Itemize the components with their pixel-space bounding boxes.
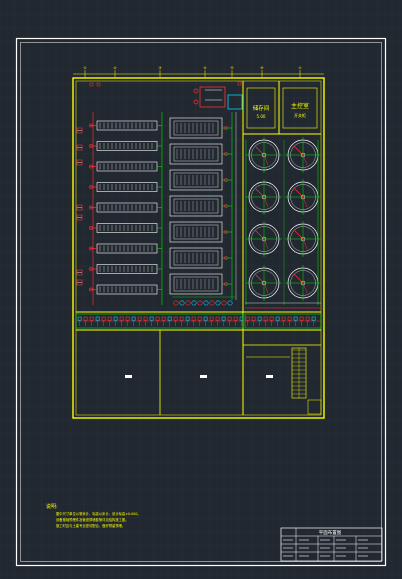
title-block: 平面布置图 (280, 527, 383, 562)
axis-label: ① (83, 66, 86, 70)
axis-label: ④ (203, 66, 206, 70)
note-line-2: 设备基础预埋件及管道穿墙套管详见结构施工图。 (56, 517, 129, 522)
middle-equipment-tanks (169, 112, 237, 300)
general-notes: 说明: 图中尺寸单位以毫米计，标高以米计，设计标高±0.000。 设备基础预埋件… (46, 503, 141, 528)
main-control-room (282, 87, 318, 129)
axis-label: ② (113, 66, 116, 70)
pump-symbol (221, 300, 227, 306)
building-inner-outline (75, 80, 322, 416)
notes-heading: 说明: (46, 503, 58, 510)
pump-station (193, 86, 243, 110)
pump-symbol (215, 300, 221, 306)
inner-frame (20, 42, 382, 562)
control-room-sublabel: 5.00 (257, 114, 266, 119)
pump-row (172, 296, 236, 306)
control-room (246, 87, 276, 129)
axis-label: ⑤ (230, 66, 233, 70)
pump-symbol (197, 300, 203, 306)
floor-plan: ① ② ③ ④ ⑤ ⑥ ⑦ 储存间 5.00 主控室 开关柜 (72, 66, 325, 419)
main-room-sublabel: 开关柜 (294, 112, 306, 118)
pump-symbol (173, 300, 179, 306)
pipe-manifold (75, 302, 322, 329)
title-block-title: 平面布置图 (319, 529, 342, 536)
pump-symbol (209, 300, 215, 306)
control-room-label: 储存间 (253, 104, 270, 112)
axis-label: ⑦ (298, 66, 301, 70)
left-wall-valves (76, 81, 242, 286)
axis-label: ⑥ (260, 66, 264, 70)
building-outline (72, 77, 325, 419)
left-equipment-racks (89, 112, 163, 305)
pump-symbol (185, 300, 191, 306)
room-mark-3 (266, 375, 273, 378)
staircase (246, 347, 322, 415)
axis-label: ③ (158, 66, 161, 70)
pump-symbol (191, 300, 197, 306)
pump-symbol (179, 300, 185, 306)
top-axis-markers: ① ② ③ ④ ⑤ ⑥ ⑦ (83, 66, 302, 78)
outer-frame (15, 37, 387, 567)
note-line-1: 图中尺寸单位以毫米计，标高以米计，设计标高±0.000。 (56, 511, 141, 516)
note-line-3: 施工时应与土建专业密切配合，做好预留预埋。 (56, 523, 125, 528)
round-tanks (245, 137, 321, 305)
pump-symbol (203, 300, 209, 306)
room-mark-1 (125, 375, 132, 378)
pump-symbol (227, 300, 233, 306)
main-room-label: 主控室 (291, 102, 309, 110)
room-mark-2 (200, 375, 207, 378)
